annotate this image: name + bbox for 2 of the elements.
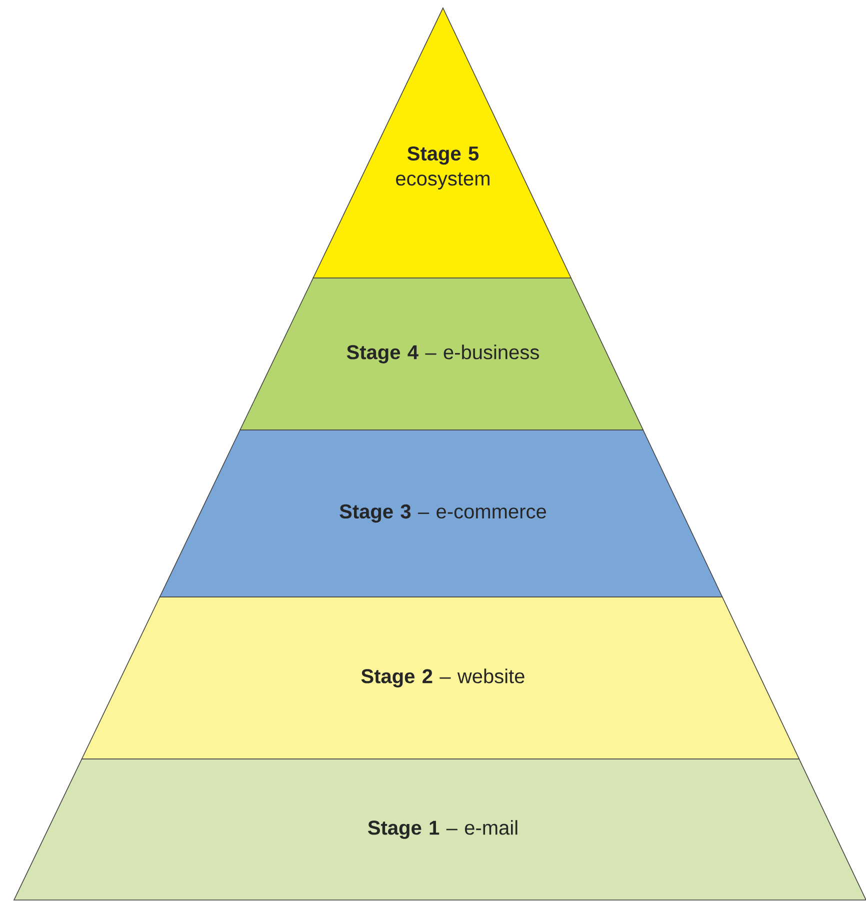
pyramid-band: Stage 3 – e-commerce [159,430,723,598]
pyramid-band: Stage 2 – website [81,596,800,760]
